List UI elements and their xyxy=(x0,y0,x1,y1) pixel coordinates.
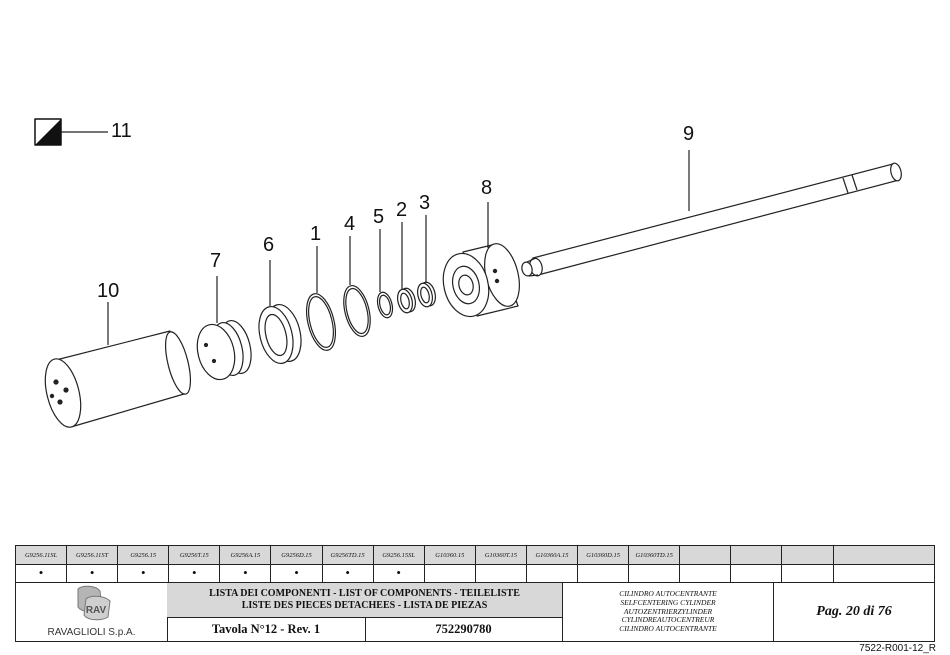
model-code: G9256TD.15 xyxy=(323,546,374,564)
part-9-rod xyxy=(521,150,902,277)
applicability-mark xyxy=(680,564,732,582)
callout-1: 1 xyxy=(310,223,322,245)
exploded-view-drawing xyxy=(34,118,902,428)
applicability-mark: • xyxy=(323,564,374,582)
legend-symbol-11 xyxy=(34,118,108,146)
list-title-line-1: LISTA DEI COMPONENTI - LIST OF COMPONENT… xyxy=(209,587,520,599)
model-code xyxy=(731,546,783,564)
callout-10: 10 xyxy=(97,280,120,302)
model-code: G9256.11SL xyxy=(16,546,68,564)
applicability-mark xyxy=(834,564,885,582)
title-block: G9256.11SL G9256.11ST G9256.15 G9256T.15… xyxy=(15,545,935,642)
part-code: 752290780 xyxy=(365,618,563,641)
applicability-mark: • xyxy=(220,564,272,582)
callout-7: 7 xyxy=(210,250,222,272)
model-code: G10360TD.15 xyxy=(629,546,681,564)
description-en: SELFCENTERING CYLINDER xyxy=(620,598,716,608)
callout-6: 6 xyxy=(263,234,275,256)
part-10-cylinder-body xyxy=(44,302,192,428)
part-7-piston xyxy=(196,276,252,381)
model-code xyxy=(834,546,885,564)
callout-3: 3 xyxy=(419,192,431,214)
applicability-mark: • xyxy=(16,564,68,582)
applicability-mark xyxy=(527,564,579,582)
part-2-ring xyxy=(397,222,416,314)
model-code: G9256D.15 xyxy=(271,546,323,564)
callout-9: 9 xyxy=(683,123,695,145)
model-code: G10360.15 xyxy=(425,546,476,564)
applicability-mark xyxy=(425,564,476,582)
page-number: Pag. 20 di 76 xyxy=(816,604,892,619)
model-code: G9256.11ST xyxy=(67,546,119,564)
model-codes-row: G9256.11SL G9256.11ST G9256.15 G9256T.15… xyxy=(16,546,934,565)
assembly-description: CILINDRO AUTOCENTRANTE SELFCENTERING CYL… xyxy=(563,583,774,641)
applicability-mark: • xyxy=(374,564,425,582)
description-de: AUTOZENTRIERZYLINDER xyxy=(623,606,713,616)
description-it: CILINDRO AUTOCENTRANTE xyxy=(619,589,717,599)
part-6-seal xyxy=(258,260,302,365)
part-8-cylinder-head xyxy=(442,202,520,318)
table-revision: Tavola N°12 - Rev. 1 xyxy=(167,618,366,641)
document-reference: 7522-R001-12_R xyxy=(859,643,936,654)
part-3-ring xyxy=(417,215,436,308)
callout-2: 2 xyxy=(396,199,408,221)
model-code: G9256.15 xyxy=(118,546,170,564)
rav-logo-icon: RAV xyxy=(77,585,111,621)
applicability-mark: • xyxy=(169,564,221,582)
applicability-mark xyxy=(629,564,681,582)
list-title-line-2: LISTE DES PIECES DETACHEES - LISTA DE PI… xyxy=(241,600,488,611)
applicability-mark: • xyxy=(67,564,119,582)
callout-4: 4 xyxy=(344,213,356,235)
part-5-ring xyxy=(376,229,394,319)
description-es: CILINDRO AUTOCENTRANTE xyxy=(619,623,717,633)
model-code: G9256A.15 xyxy=(220,546,272,564)
applicability-mark: • xyxy=(271,564,323,582)
applicability-mark: • xyxy=(118,564,170,582)
callout-11: 11 xyxy=(111,120,132,142)
description-fr: CYLINDREAUTOCENTREUR xyxy=(621,615,715,625)
company-name: RAVAGLIOLI S.p.A. xyxy=(47,627,136,638)
applicability-mark xyxy=(782,564,834,582)
model-code: G9256T.15 xyxy=(169,546,221,564)
model-code: G10360A.15 xyxy=(527,546,579,564)
part-1-o-ring xyxy=(305,246,337,351)
model-code: G10360D.15 xyxy=(578,546,630,564)
applicability-mark xyxy=(578,564,630,582)
part-4-o-ring xyxy=(343,236,371,337)
callout-5: 5 xyxy=(373,206,385,228)
company-logo: RAV RAVAGLIOLI S.p.A. xyxy=(16,583,168,641)
model-code: G9256.15SL xyxy=(374,546,425,564)
model-code xyxy=(782,546,834,564)
applicability-mark xyxy=(476,564,527,582)
model-code xyxy=(680,546,732,564)
list-title: LISTA DEI COMPONENTI - LIST OF COMPONENT… xyxy=(167,583,563,618)
applicability-row: • • • • • • • • xyxy=(16,564,934,583)
applicability-mark xyxy=(731,564,783,582)
svg-text:RAV: RAV xyxy=(86,605,107,616)
model-code: G10360T.15 xyxy=(476,546,527,564)
callout-8: 8 xyxy=(481,177,493,199)
